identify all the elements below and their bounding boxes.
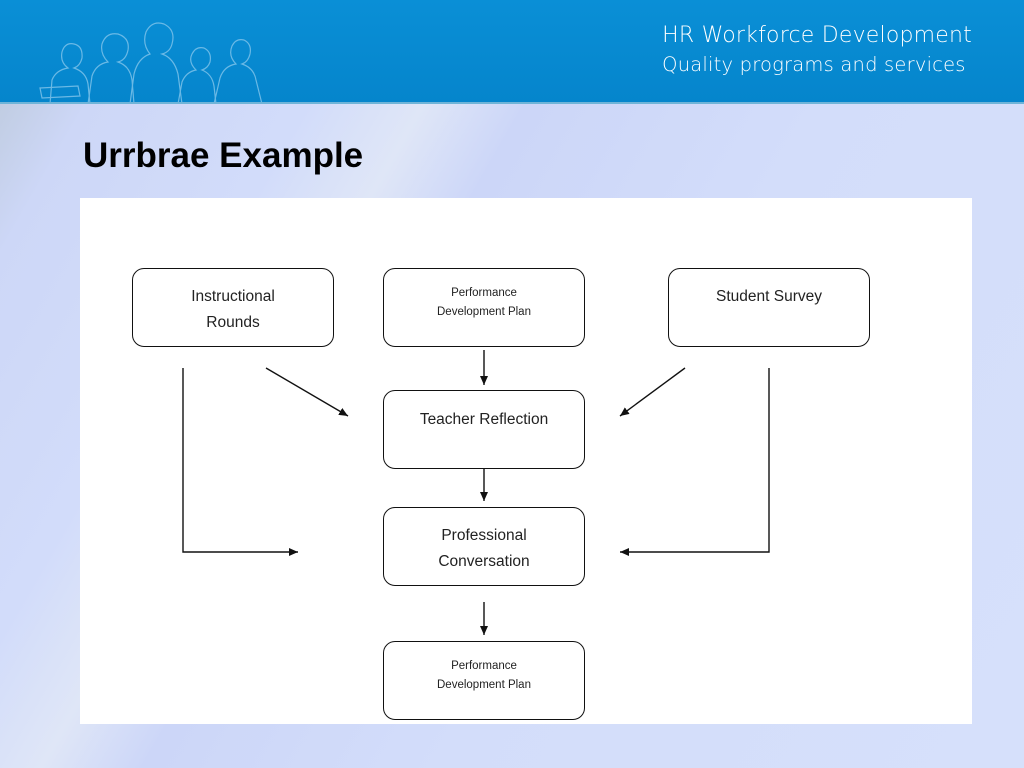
flow-diagram: Instructional Rounds Performance Develop… <box>80 198 972 724</box>
node-label: Student Survey <box>716 288 822 305</box>
node-label: Professional Conversation <box>438 527 530 570</box>
arrow-survey-to-conversation <box>620 368 770 556</box>
node-professional-conversation: Professional Conversation <box>383 507 585 586</box>
arrow-survey-to-reflection <box>619 367 686 417</box>
node-teacher-reflection: Teacher Reflection <box>383 390 585 469</box>
slide-title: Urrbrae Example <box>83 136 364 175</box>
node-label: Teacher Reflection <box>419 411 549 428</box>
node-label: Performance Development Plan <box>437 660 531 691</box>
node-pdp-bottom: Performance Development Plan <box>383 641 585 720</box>
banner-title: HR Workforce Development <box>662 23 972 48</box>
node-student-survey: Student Survey <box>668 268 870 347</box>
banner-subtitle: Quality programs and services <box>662 53 966 76</box>
node-instructional-rounds: Instructional Rounds <box>132 268 334 347</box>
node-label: Performance Development Plan <box>437 287 531 318</box>
node-label: Instructional Rounds <box>191 288 275 331</box>
diagram-connectors <box>182 350 770 635</box>
people-silhouettes-icon <box>39 22 263 102</box>
banner-text: HR Workforce Development Quality program… <box>662 22 972 80</box>
arrow-rounds-to-conversation <box>182 368 298 556</box>
arrow-rounds-to-reflection <box>265 367 349 417</box>
header-banner: HR Workforce Development Quality program… <box>0 0 1024 104</box>
node-pdp-top: Performance Development Plan <box>383 268 585 347</box>
